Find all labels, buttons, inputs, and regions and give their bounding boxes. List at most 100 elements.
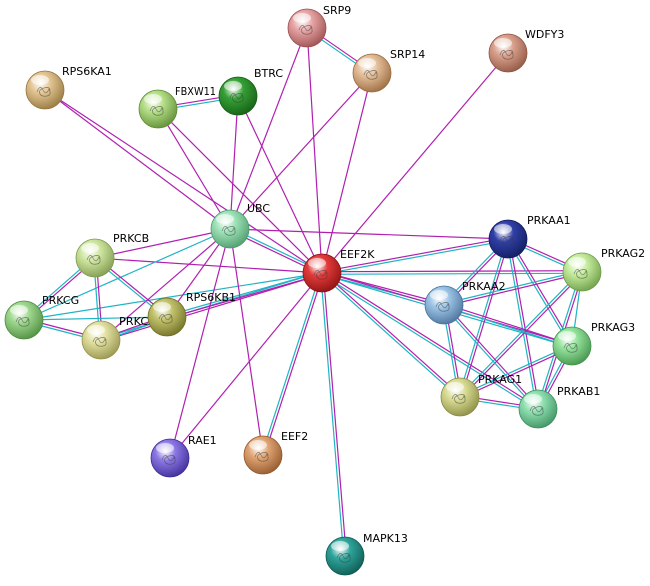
node-prkca[interactable]: PRKCA	[81, 315, 156, 360]
node-label-srp9: SRP9	[323, 4, 351, 17]
node-label-rps6ka1: RPS6KA1	[62, 65, 112, 78]
protein-structure-icon	[298, 25, 313, 35]
node-prkcb[interactable]: PRKCB	[75, 232, 149, 278]
edge-eef2k-eef2-experimental	[263, 273, 324, 456]
protein-structure-icon	[229, 93, 244, 103]
node-gloss	[249, 440, 267, 450]
edge-prkaa2-prkab1-database	[442, 305, 538, 411]
node-label-fbxw11: FBXW11	[175, 85, 216, 98]
edge-fbxw11-ubc-experimental	[157, 108, 231, 230]
edge-prkag2-prkaa2-database	[443, 270, 582, 305]
node-gloss	[156, 443, 174, 453]
node-gloss	[568, 257, 586, 267]
edge-ubc-prkaa1-experimental	[229, 228, 509, 240]
protein-structure-icon	[499, 50, 514, 60]
edge-eef2k-rps6kb1-database	[166, 271, 322, 317]
node-prkag3[interactable]: PRKAG3	[552, 321, 635, 366]
node-prkaa1[interactable]: PRKAA1	[488, 214, 571, 259]
protein-structure-icon	[451, 394, 466, 404]
node-label-eef2: EEF2	[281, 430, 308, 443]
protein-structure-icon	[86, 255, 101, 265]
protein-structure-icon	[529, 406, 544, 416]
node-gloss	[558, 331, 576, 341]
node-rps6kb1[interactable]: RPS6KB1	[147, 291, 236, 337]
edge-eef2k-prkca-experimental	[101, 273, 323, 342]
edge-prkag3-prkag1-database	[459, 344, 572, 397]
edge-srp14-ubc-experimental	[229, 72, 373, 230]
node-label-prkaa1: PRKAA1	[527, 214, 571, 227]
edge-ubc-eef2-experimental	[229, 228, 264, 456]
edge-ubc-rae1-experimental	[169, 228, 231, 459]
node-label-prkcg: PRKCG	[42, 294, 79, 307]
node-label-prkcb: PRKCB	[113, 232, 149, 245]
node-label-eef2k: EEF2K	[340, 248, 375, 261]
edge-prkag2-prkag1-database	[458, 270, 582, 397]
node-wdfy3[interactable]: WDFY3	[488, 28, 564, 73]
node-label-wdfy3: WDFY3	[525, 28, 564, 41]
node-label-mapk13: MAPK13	[363, 532, 408, 545]
node-ubc[interactable]: UBC	[210, 202, 270, 249]
node-gloss	[293, 13, 311, 23]
edge-eef2k-srp9-experimental	[306, 27, 323, 274]
node-label-rae1: RAE1	[188, 434, 217, 447]
edge-srp9-ubc-experimental	[229, 27, 308, 230]
node-prkaa2[interactable]: PRKAA2	[424, 280, 506, 325]
protein-structure-icon	[254, 452, 269, 462]
node-gloss	[446, 382, 464, 392]
node-prkab1[interactable]: PRKAB1	[518, 385, 600, 429]
protein-structure-icon	[158, 314, 173, 324]
node-label-prkaa2: PRKAA2	[462, 280, 506, 293]
edge-prkcg-rps6kb1-database	[23, 316, 168, 321]
node-srp9[interactable]: SRP9	[287, 4, 351, 48]
node-label-btrc: BTRC	[254, 67, 283, 80]
edge-eef2k-rae1-experimental	[169, 272, 323, 459]
node-label-prkag3: PRKAG3	[591, 321, 635, 334]
protein-structure-icon	[161, 455, 176, 465]
edge-eef2k-prkab1-database	[320, 273, 538, 411]
edge-eef2k-srp14-experimental	[321, 72, 373, 274]
edge-eef2k-prkab1-experimental	[322, 271, 540, 409]
node-eef2[interactable]: EEF2	[243, 430, 308, 475]
node-prkag1[interactable]: PRKAG1	[440, 373, 522, 417]
node-gloss	[524, 394, 542, 404]
edge-eef2k-prkag2-experimental	[321, 270, 582, 273]
node-btrc[interactable]: BTRC	[218, 67, 283, 116]
protein-structure-icon	[313, 270, 328, 280]
edge-prkaa2-prkab1-experimental	[444, 303, 540, 409]
edge-prkaa2-prkag3-database	[443, 305, 572, 348]
edge-prkaa1-prkag1-experimental	[460, 239, 510, 398]
node-prkcg[interactable]: PRKCG	[4, 294, 79, 340]
edge-prkaa2-prkag3-experimental	[444, 303, 573, 346]
node-prkag2[interactable]: PRKAG2	[562, 247, 645, 292]
node-fbxw11[interactable]: FBXW11	[138, 85, 216, 129]
edge-eef2k-prkcg-database	[23, 272, 323, 321]
node-label-srp14: SRP14	[390, 48, 425, 61]
protein-structure-icon	[92, 337, 107, 347]
protein-structure-icon	[563, 343, 578, 353]
edge-ubc-prkcb-experimental	[94, 228, 231, 259]
node-gloss	[31, 75, 49, 85]
protein-structure-icon	[363, 70, 378, 80]
edge-prkaa1-prkab1-database	[506, 239, 538, 410]
node-gloss	[153, 302, 171, 312]
node-mapk13[interactable]: MAPK13	[325, 532, 408, 576]
edge-eef2k-eef2-database	[261, 272, 322, 455]
node-gloss	[87, 325, 105, 335]
node-gloss	[144, 94, 162, 104]
node-label-rps6kb1: RPS6KB1	[186, 291, 236, 304]
edge-eef2k-prkaa1-experimental	[321, 237, 508, 273]
node-srp14[interactable]: SRP14	[352, 48, 425, 93]
edge-prkag2-prkag1-experimental	[460, 272, 584, 399]
node-eef2k[interactable]: EEF2K	[302, 248, 375, 293]
node-gloss	[81, 243, 99, 253]
node-rae1[interactable]: RAE1	[150, 434, 217, 478]
node-gloss	[358, 58, 376, 68]
edge-eef2k-mapk13-database	[320, 273, 345, 557]
node-gloss	[494, 224, 512, 234]
protein-structure-icon	[435, 302, 450, 312]
protein-structure-icon	[221, 226, 236, 236]
node-gloss	[308, 258, 326, 268]
edge-eef2k-mapk13-experimental	[322, 272, 347, 556]
node-rps6ka1[interactable]: RPS6KA1	[25, 65, 112, 110]
node-label-prkag1: PRKAG1	[478, 373, 522, 386]
